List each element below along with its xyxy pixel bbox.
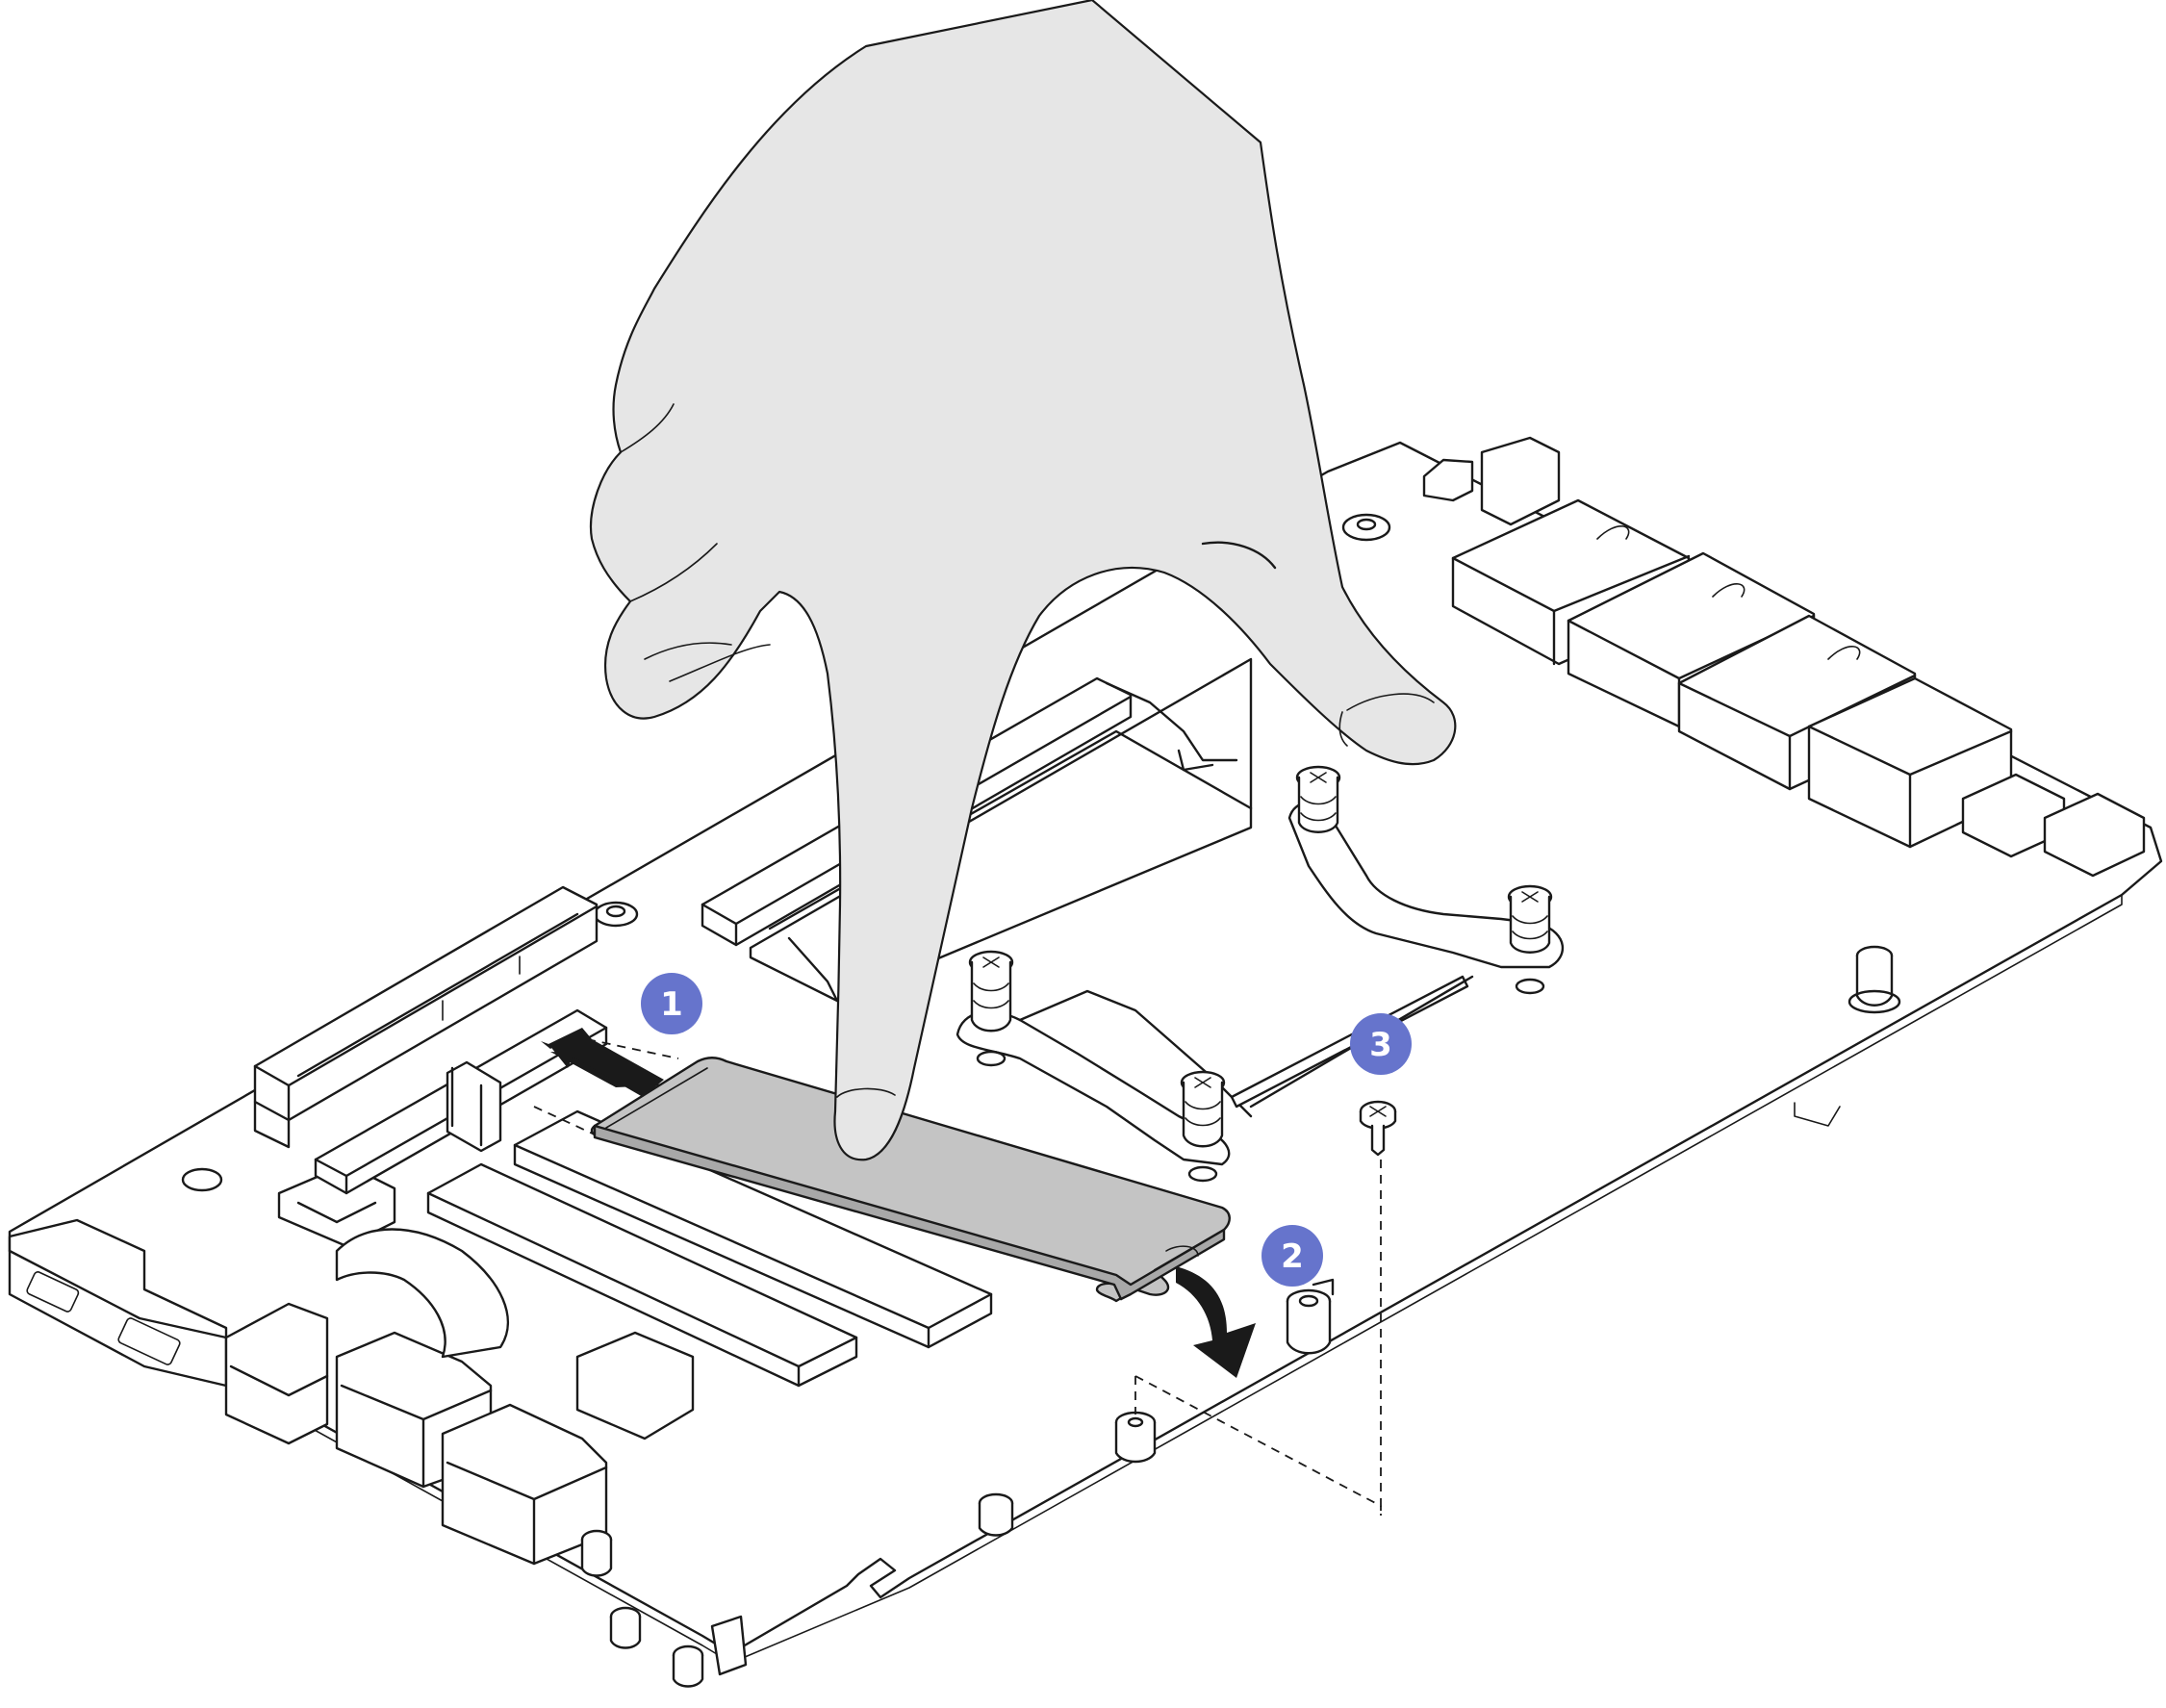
callout-step-1: 1 (641, 973, 702, 1034)
callout-step-3: 3 (1350, 1013, 1412, 1075)
m2-standoffs (978, 945, 1901, 1537)
callout-1-badge (641, 973, 702, 1034)
captive-screw-c (1295, 765, 1341, 833)
captive-screw-b (1180, 1070, 1226, 1183)
callout-step-2: 2 (1261, 1225, 1323, 1287)
callout-1-label: 1 (660, 985, 683, 1024)
alignment-line (533, 1038, 679, 1136)
processor-retention-frame (956, 765, 1565, 1183)
screw-icon (1359, 1100, 1397, 1516)
captive-screw-a (968, 950, 1014, 1067)
hand-icon (590, 0, 1457, 1161)
callout-3-label: 3 (1369, 1026, 1392, 1064)
m2-slot (314, 1008, 993, 1388)
arrow-rotate-icon (1176, 1266, 1256, 1378)
captive-screw-d (1507, 884, 1553, 995)
callout-2-badge (1261, 1225, 1323, 1287)
rear-io-connectors (1422, 436, 2146, 878)
pcie-slot (253, 885, 599, 1149)
arrow-insert-icon (541, 1028, 664, 1097)
front-buttons (580, 1529, 748, 1688)
callout-3-badge (1350, 1013, 1412, 1075)
callout-2-label: 2 (1281, 1237, 1304, 1276)
